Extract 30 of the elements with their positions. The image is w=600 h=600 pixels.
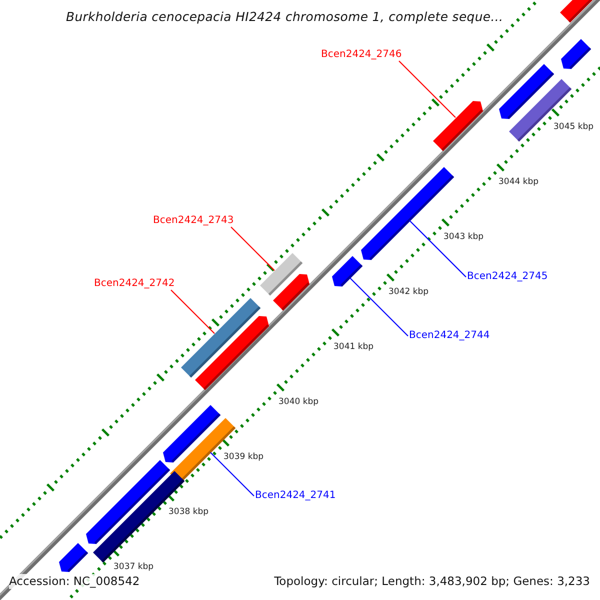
tick-label: 3042 kbp — [388, 286, 429, 296]
gene-label: Bcen2424_2741 — [255, 490, 336, 502]
gene-feature-bar — [58, 542, 88, 572]
leader-line — [398, 60, 456, 118]
gene-label: Bcen2424_2743 — [153, 215, 234, 227]
leader-line — [409, 220, 466, 278]
tick-label: 3039 kbp — [224, 452, 264, 462]
leader-line — [170, 290, 215, 334]
tick-label: 3038 kbp — [168, 506, 209, 516]
gene-feature-bar — [273, 274, 310, 310]
tick-label: 3040 kbp — [278, 396, 319, 406]
map-info-text: Accession: NC_008542 — [9, 574, 140, 589]
tick-label: 3043 kbp — [444, 232, 484, 242]
map-title: Burkholderia cenocepacia HI2424 chromosome 1, complete seque... — [66, 9, 504, 24]
tick-label: 3041 kbp — [334, 342, 374, 352]
leader-line — [230, 226, 275, 271]
gene-label: Bcen2424_2746 — [321, 49, 402, 61]
gene-label: Bcen2424_2742 — [94, 278, 175, 290]
tick-label: 3045 kbp — [554, 122, 594, 132]
gene-label: Bcen2424_2744 — [409, 330, 490, 342]
tick-label: 3044 kbp — [498, 176, 539, 186]
leader-line — [350, 278, 408, 336]
gene-feature-bar — [332, 256, 362, 286]
gene-feature-bar — [561, 39, 591, 69]
tick-label: 3037 kbp — [114, 562, 154, 572]
leader-line — [210, 452, 254, 496]
gene-label: Bcen2424_2745 — [467, 271, 548, 283]
gene-feature-bar — [194, 316, 268, 390]
map-info-text: Topology: circular; Length: 3,483,902 bp; Genes: 3,233 — [274, 574, 590, 589]
gene-feature-bar — [432, 100, 482, 150]
